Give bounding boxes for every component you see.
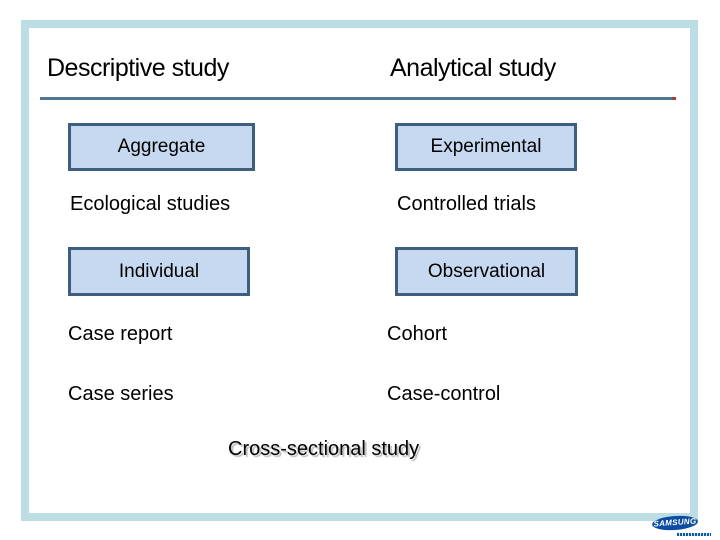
label-ecological-studies: Ecological studies [70, 193, 231, 215]
label-case-series: Case series [68, 383, 174, 405]
divider-end-mark [672, 97, 676, 100]
box-experimental: Experimental [395, 123, 577, 171]
label-cohort: Cohort [387, 323, 448, 345]
header-divider-line [40, 97, 672, 100]
box-individual: Individual [68, 247, 250, 296]
label-controlled-trials: Controlled trials [397, 193, 536, 215]
label-case-control: Case-control [387, 383, 501, 405]
column-header-analytical: Analytical study [390, 54, 556, 82]
box-aggregate: Aggregate [68, 123, 255, 171]
label-case-report: Case report [68, 323, 173, 345]
column-header-descriptive: Descriptive study [47, 54, 229, 82]
samsung-logo-subtext [677, 533, 711, 536]
label-cross-sectional-study: Cross-sectional study [228, 438, 420, 460]
box-observational: Observational [395, 247, 578, 296]
samsung-logo-text: SAMSUNG [653, 516, 697, 529]
